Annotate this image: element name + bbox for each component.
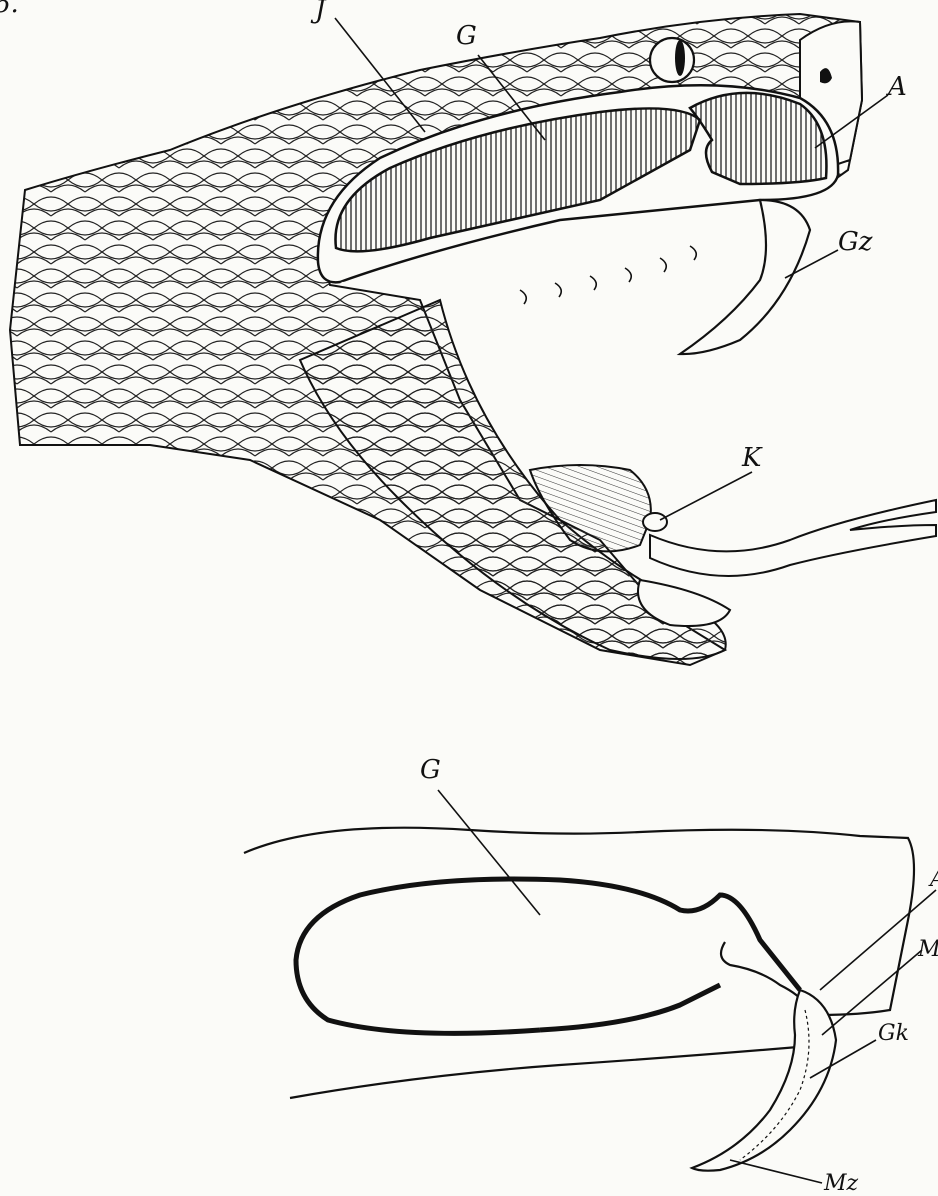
label-A-bottom: A <box>928 867 938 892</box>
bottom-leader-lines <box>438 790 936 1183</box>
tongue <box>650 500 936 576</box>
label-A-top: A <box>886 72 907 102</box>
leader-line-K <box>660 472 752 520</box>
pupil <box>675 40 685 76</box>
venom-duct <box>721 942 805 1005</box>
gland-outline <box>296 879 800 1033</box>
label-K: K <box>741 443 763 473</box>
glottis <box>643 513 667 531</box>
leader-line-G-bottom <box>438 790 540 915</box>
gland-schematic <box>244 828 914 1171</box>
leader-line-Mz <box>730 1160 822 1183</box>
schematic-fang <box>692 990 836 1171</box>
snake-head-drawing <box>10 14 936 665</box>
upper-contour <box>244 828 914 1015</box>
label-J: J <box>310 0 327 25</box>
gland-outline-close <box>540 985 720 1030</box>
label-Gk: Gk <box>878 1021 909 1046</box>
lower-contour <box>290 1046 810 1098</box>
label-Mz: Mz <box>823 1171 859 1196</box>
label-G-top: G <box>456 21 477 51</box>
label-Gz: Gz <box>838 227 873 257</box>
figure-corner-mark: 6. <box>0 0 19 19</box>
label-M: M <box>917 937 938 962</box>
eye <box>650 38 694 82</box>
label-G-bottom: G <box>420 755 441 785</box>
